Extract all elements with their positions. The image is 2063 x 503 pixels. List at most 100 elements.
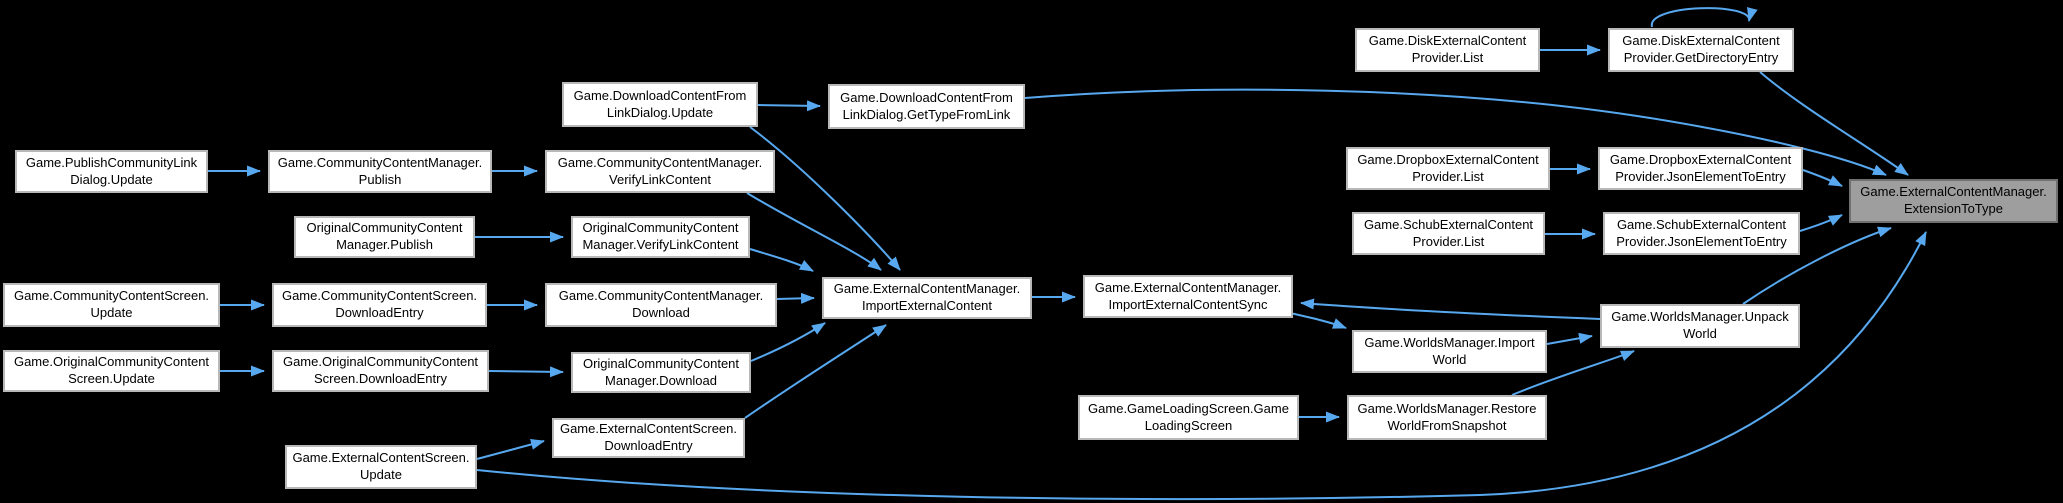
edge-sync-to-import_world: [1289, 312, 1347, 329]
node-label-line: Game.ExternalContentScreen.: [292, 450, 470, 466]
node-label-line: Game.WorldsManager.Unpack: [1611, 309, 1789, 325]
node-label-line: Download: [632, 305, 690, 320]
node-ecs_update[interactable]: Game.ExternalContentScreen.Update: [285, 445, 477, 489]
edge-occm_download-to-import_ec: [750, 322, 826, 362]
node-ccm_download[interactable]: Game.CommunityContentManager.Download: [545, 283, 777, 327]
node-label-line: Game.SchubExternalContent: [1363, 216, 1534, 232]
node-label-line: Publish: [358, 171, 402, 187]
node-label-line: Game.ExternalContentScreen.: [559, 421, 738, 437]
node-label-line: Game.SchubExternalContent: [1616, 216, 1787, 232]
node-label-line: WorldFromSnapshot: [1387, 417, 1507, 433]
node-label-line: Game.GameLoadingScreen.Game: [1088, 400, 1289, 416]
node-label-line: Game.WorldsManager.Import: [1364, 334, 1535, 350]
node-label-line: Game.ExternalContentManager.: [1860, 184, 2047, 200]
edge-disk_gde-to-disk_gde-recursive: [1650, 7, 1758, 28]
node-label-line: Provider.List: [1411, 50, 1484, 65]
node-label-line: Provider.List: [1412, 233, 1485, 249]
node-label-line: Provider.JsonElementToEntry: [1615, 168, 1786, 184]
node-ccm_verify[interactable]: Game.CommunityContentManager.VerifyLinkC…: [545, 150, 775, 193]
node-label-line: Game.CommunityContentManager.: [277, 154, 483, 170]
node-label-line: Screen.Update: [68, 371, 155, 386]
node-label-line: Game.WorldsManager.Restore: [1357, 400, 1537, 416]
edge-restore-to-unpack: [1511, 350, 1635, 396]
node-label-line: Dialog.Update: [70, 171, 153, 187]
edge-schub_jete-to-ext_to_type: [1799, 214, 1843, 232]
edge-dl_update-to-dl_gettype: [757, 100, 821, 112]
node-ccm_publish[interactable]: Game.CommunityContentManager.Publish: [268, 150, 492, 193]
node-label-line: ImportExternalContentSync: [1108, 296, 1268, 312]
node-sync[interactable]: Game.ExternalContentManager.ImportExtern…: [1083, 275, 1293, 318]
node-label-line: Game.DownloadContentFrom: [840, 89, 1013, 105]
edge-unpack-to-ext_to_type: [1742, 226, 1892, 305]
node-label-line: Provider.GetDirectoryEntry: [1623, 50, 1779, 65]
node-ext_to_type: Game.ExternalContentManager.ExtensionToT…: [1849, 179, 2058, 223]
edge-ecs_update-to-ecs_de: [476, 439, 545, 460]
edge-dl_update-to-import_ec: [749, 126, 901, 271]
edge-import_world-to-unpack: [1546, 332, 1593, 345]
node-ccs_update[interactable]: Game.CommunityContentScreen.Update: [3, 283, 220, 327]
node-ecs_de[interactable]: Game.ExternalContentScreen.DownloadEntry: [552, 418, 745, 458]
node-label-line: Manager.VerifyLinkContent: [582, 237, 739, 252]
edge-ccm_verify-to-import_ec: [746, 192, 882, 271]
node-label-line: VerifyLinkContent: [609, 171, 711, 187]
edge-ccm_download-to-import_ec: [776, 292, 815, 304]
node-label-line: Game.CommunityContentScreen.: [281, 288, 478, 304]
node-label-line: Game.CommunityContentScreen.: [13, 288, 210, 304]
node-label-line: Provider.JsonElementToEntry: [1616, 233, 1787, 249]
node-label-line: DownloadEntry: [604, 438, 693, 453]
node-label-line: Game.CommunityContentManager.: [558, 288, 764, 304]
node-label-line: OriginalCommunityContent: [306, 220, 463, 236]
node-label-line: Game.ExternalContentManager.: [833, 281, 1021, 297]
node-label-line: Game.OriginalCommunityContent: [13, 354, 210, 370]
node-label-line: Game.ExternalContentManager.: [1094, 279, 1282, 295]
node-label-line: Game.DiskExternalContent: [1368, 33, 1527, 49]
node-label-line: Screen.DownloadEntry: [314, 371, 447, 386]
node-label-line: LinkDialog.GetTypeFromLink: [842, 106, 1011, 122]
node-label-line: Game.DiskExternalContent: [1622, 33, 1780, 49]
node-label-line: OriginalCommunityContent: [582, 355, 740, 371]
node-label-line: Provider.List: [1412, 168, 1484, 184]
edge-unpack-to-sync: [1300, 298, 1601, 320]
node-label-line: Manager.Download: [604, 372, 718, 388]
edge-dropbox_jete-to-ext_to_type: [1802, 169, 1843, 187]
node-label-line: ImportExternalContent: [861, 298, 993, 313]
node-import_ec[interactable]: Game.ExternalContentManager.ImportExtern…: [822, 277, 1032, 319]
node-label-line: OriginalCommunityContent: [582, 220, 739, 236]
node-ccs_de[interactable]: Game.CommunityContentScreen.DownloadEntr…: [272, 283, 487, 327]
node-label-line: Game.DropboxExternalContent: [1609, 151, 1792, 167]
edge-ocs_de-to-occm_download: [488, 366, 564, 378]
node-label-line: Game.DropboxExternalContent: [1357, 151, 1539, 167]
edge-occm_verify-to-import_ec: [749, 248, 814, 272]
node-label-line: Game.DownloadContentFrom: [573, 87, 747, 103]
edge-ecs_de-to-import_ec: [744, 324, 887, 419]
node-label-line: Update: [360, 467, 402, 482]
edge-dl_gettype-to-ext_to_type: [1024, 88, 1887, 176]
edge-disk_gde-to-ext_to_type: [1759, 71, 1909, 176]
node-label-line: DownloadEntry: [335, 305, 424, 320]
node-label-line: Update: [90, 305, 133, 320]
node-label-line: Game.PublishCommunityLink: [25, 154, 198, 170]
node-label-line: ExtensionToType: [1903, 201, 2003, 216]
node-label-line: Game.OriginalCommunityContent: [282, 354, 479, 370]
edge-ecs_update-to-ext_to_type: [476, 231, 1927, 501]
